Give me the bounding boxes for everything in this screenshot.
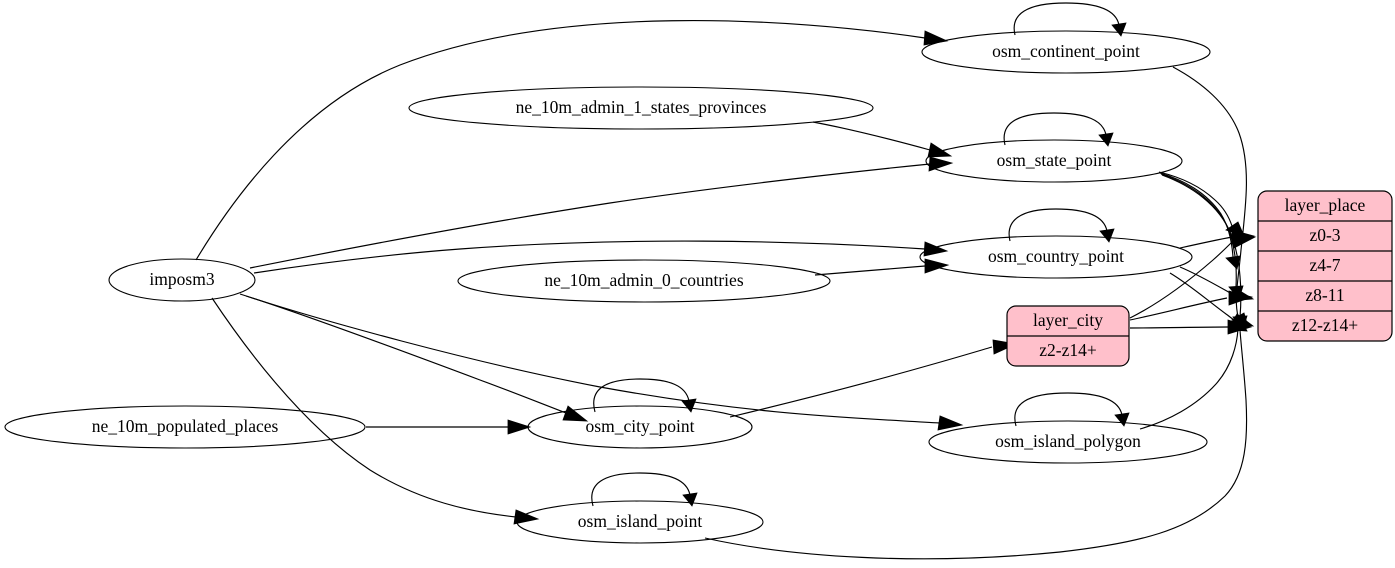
edge-osm_country_point-to-layer_place-z12 — [1169, 272, 1235, 321]
edge-self-osm_continent_point — [1013, 2, 1120, 36]
edge-self-osm_state_point — [1003, 112, 1107, 146]
layer-place-row-z12-z14[interactable]: z12-z14+ — [1292, 315, 1358, 335]
arrowhead — [923, 241, 949, 257]
edge-layer — [195, 2, 1257, 560]
edge-ne_states-to-osm_state_point — [812, 121, 931, 151]
arrowhead — [1098, 132, 1114, 147]
node-shape — [516, 500, 764, 544]
edge-imposm3-to-osm_state_point — [249, 163, 931, 269]
edge-ne_countries-to-osm_country_point — [814, 265, 926, 276]
arrowhead — [507, 419, 532, 435]
node-shape — [921, 30, 1211, 74]
edge-osm_country_point-to-layer_place-z0 — [1179, 236, 1233, 249]
node-label: osm_state_point — [997, 150, 1112, 170]
arrowhead — [1111, 22, 1127, 37]
node-label: ne_10m_admin_0_countries — [544, 270, 743, 290]
arrowhead — [924, 258, 950, 274]
arrowhead — [1228, 290, 1254, 306]
edge-self-osm_country_point — [1008, 208, 1108, 242]
edge-osm_continent_point-to-layer_place-z12 — [1172, 66, 1247, 317]
arrowhead — [562, 405, 589, 422]
node-osm-country-point[interactable]: osm_country_point — [919, 235, 1193, 279]
edge-layer_city-to-layer_place-z8 — [1129, 297, 1228, 321]
node-imposm3[interactable]: imposm3 — [108, 258, 256, 302]
node-osm-island-point[interactable]: osm_island_point — [516, 500, 764, 544]
node-shape — [527, 405, 753, 449]
edge-osm_state_point-to-layer_place-z0 — [1158, 171, 1233, 227]
node-layer: imposm3 ne_10m_admin_1_states_provinces … — [4, 30, 1393, 544]
layer-city-title: layer_city — [1033, 310, 1103, 330]
node-label: ne_10m_admin_1_states_provinces — [516, 97, 767, 117]
node-shape — [408, 86, 874, 130]
arrowhead — [1230, 234, 1257, 249]
node-shape — [457, 259, 831, 303]
node-shape — [108, 258, 256, 302]
node-layer-place[interactable]: layer_place z0-3 z4-7 z8-11 z12-z14+ — [1257, 190, 1393, 342]
node-osm-state-point[interactable]: osm_state_point — [925, 139, 1183, 183]
arrowhead — [681, 398, 697, 413]
node-osm-city-point[interactable]: osm_city_point — [527, 405, 753, 449]
arrowhead — [928, 156, 954, 172]
layer-city-row-0[interactable]: z2-z14+ — [1039, 340, 1097, 360]
node-shape — [4, 405, 366, 449]
layer-place-row-z4-7[interactable]: z4-7 — [1309, 255, 1340, 275]
arrowhead — [1232, 318, 1248, 332]
layer-place-box — [1257, 190, 1393, 342]
node-label: osm_country_point — [988, 246, 1124, 266]
node-label: osm_island_point — [578, 511, 703, 531]
edge-self-osm_island_point — [591, 472, 691, 507]
edge-osm_country_point-to-layer_place-z8 — [1179, 266, 1233, 295]
node-label: osm_city_point — [586, 416, 695, 436]
arrowhead — [1099, 228, 1115, 243]
node-layer-city[interactable]: layer_city z2-z14+ — [1006, 305, 1130, 367]
layer-place-title: layer_place — [1285, 195, 1366, 215]
arrowhead — [937, 415, 964, 431]
edge-layer_city-to-layer_place-z0 — [1129, 240, 1234, 319]
edge-imposm3-to-osm_island_polygon — [245, 295, 941, 424]
edge-self-osm_city_point — [593, 378, 690, 413]
node-label: osm_continent_point — [992, 41, 1140, 61]
edge-imposm3-to-osm_country_point — [253, 240, 926, 274]
node-osm-island-polygon[interactable]: osm_island_polygon — [928, 420, 1208, 464]
node-label: ne_10m_populated_places — [92, 416, 279, 436]
arrowhead — [513, 509, 540, 525]
layer-place-row-z0-3[interactable]: z0-3 — [1309, 225, 1340, 245]
edge-layer_city-to-layer_place-z12 — [1129, 326, 1229, 329]
edge-osm_island_polygon-to-layer_place-z12 — [1139, 328, 1239, 430]
node-shape — [919, 235, 1193, 279]
node-ne-10m-admin-0-countries[interactable]: ne_10m_admin_0_countries — [457, 259, 831, 303]
node-ne-10m-populated-places[interactable]: ne_10m_populated_places — [4, 405, 366, 449]
edge-imposm3-to-osm_continent_point — [195, 20, 926, 261]
node-shape — [928, 420, 1208, 464]
node-shape — [925, 139, 1183, 183]
edge-self-osm_island_polygon — [1014, 392, 1123, 427]
layer-place-row-z8-11[interactable]: z8-11 — [1305, 285, 1344, 305]
edge-osm_city_point-to-layer_city — [729, 346, 993, 418]
edge-imposm3-to-osm_island_point — [211, 297, 517, 518]
edge-imposm3-to-osm_city_point — [239, 293, 567, 414]
node-ne-10m-admin-1-states-provinces[interactable]: ne_10m_admin_1_states_provinces — [408, 86, 874, 130]
arrowhead — [682, 492, 698, 507]
edge-osm_island_point-to-layer_place-z12 — [704, 329, 1248, 560]
node-osm-continent-point[interactable]: osm_continent_point — [921, 30, 1211, 74]
node-label: osm_island_polygon — [995, 431, 1141, 451]
node-label: imposm3 — [149, 269, 214, 289]
arrowhead — [1114, 412, 1130, 427]
